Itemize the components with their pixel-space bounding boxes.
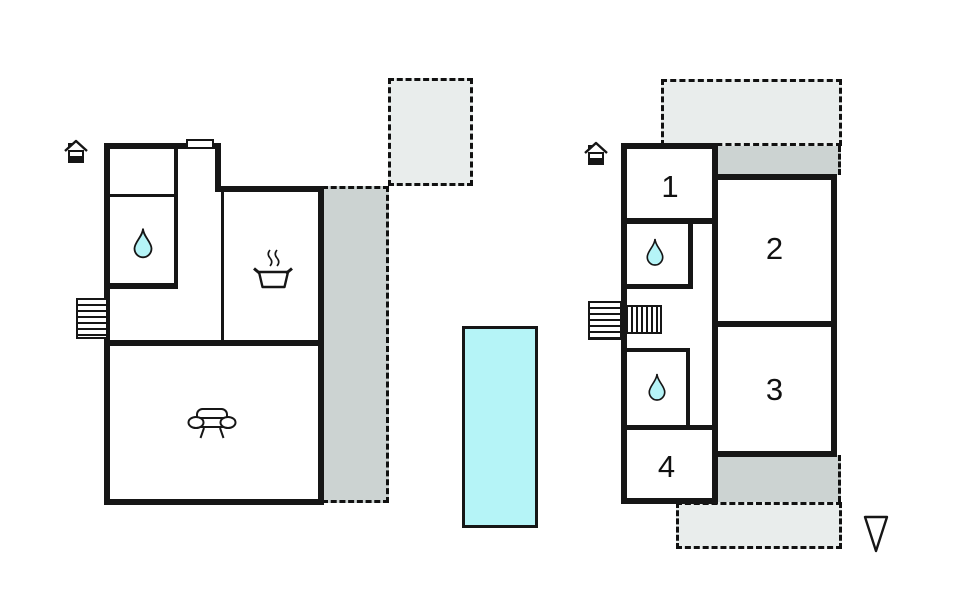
wall	[621, 143, 627, 504]
wall	[712, 174, 837, 180]
wall	[621, 284, 693, 289]
right-roof-strip-bottom	[718, 455, 841, 502]
interior-stairs-icon	[626, 305, 662, 334]
room-label-4: 4	[657, 448, 676, 484]
wall	[621, 143, 718, 149]
window	[186, 139, 214, 149]
wall	[712, 321, 837, 327]
wall	[215, 186, 324, 192]
wall	[621, 425, 718, 430]
cooking-pot-icon	[249, 248, 297, 290]
entrance-house-icon	[63, 139, 89, 165]
right-terrace-top	[661, 79, 842, 146]
room-label-3: 3	[765, 371, 784, 407]
entrance-house-icon	[583, 141, 609, 167]
sofa-icon	[187, 406, 237, 443]
right-roof-strip-top	[718, 146, 841, 175]
water-drop-icon	[647, 372, 667, 402]
wall	[621, 348, 690, 352]
wall	[174, 149, 178, 289]
room-label-2: 2	[765, 230, 784, 266]
wall	[831, 174, 837, 457]
wall	[215, 143, 221, 192]
right-terrace-bottom	[676, 502, 842, 549]
depth-marker-icon	[862, 514, 890, 554]
wall	[712, 451, 837, 457]
wall	[104, 340, 324, 346]
wall	[686, 348, 690, 429]
left-terrace-side	[322, 186, 389, 503]
wall	[621, 498, 718, 504]
exterior-stairs-icon	[76, 298, 108, 339]
room-label-1: 1	[661, 168, 679, 204]
left-terrace-top	[388, 78, 473, 186]
exterior-stairs-icon	[588, 301, 622, 340]
wall	[104, 283, 178, 289]
wall	[688, 218, 693, 289]
wall	[221, 192, 224, 340]
water-drop-icon	[645, 237, 665, 267]
wall	[110, 194, 174, 197]
wall	[621, 218, 718, 224]
wall	[104, 143, 221, 149]
water-drop-icon	[132, 227, 154, 259]
wall	[104, 499, 324, 505]
swimming-pool	[462, 326, 538, 528]
